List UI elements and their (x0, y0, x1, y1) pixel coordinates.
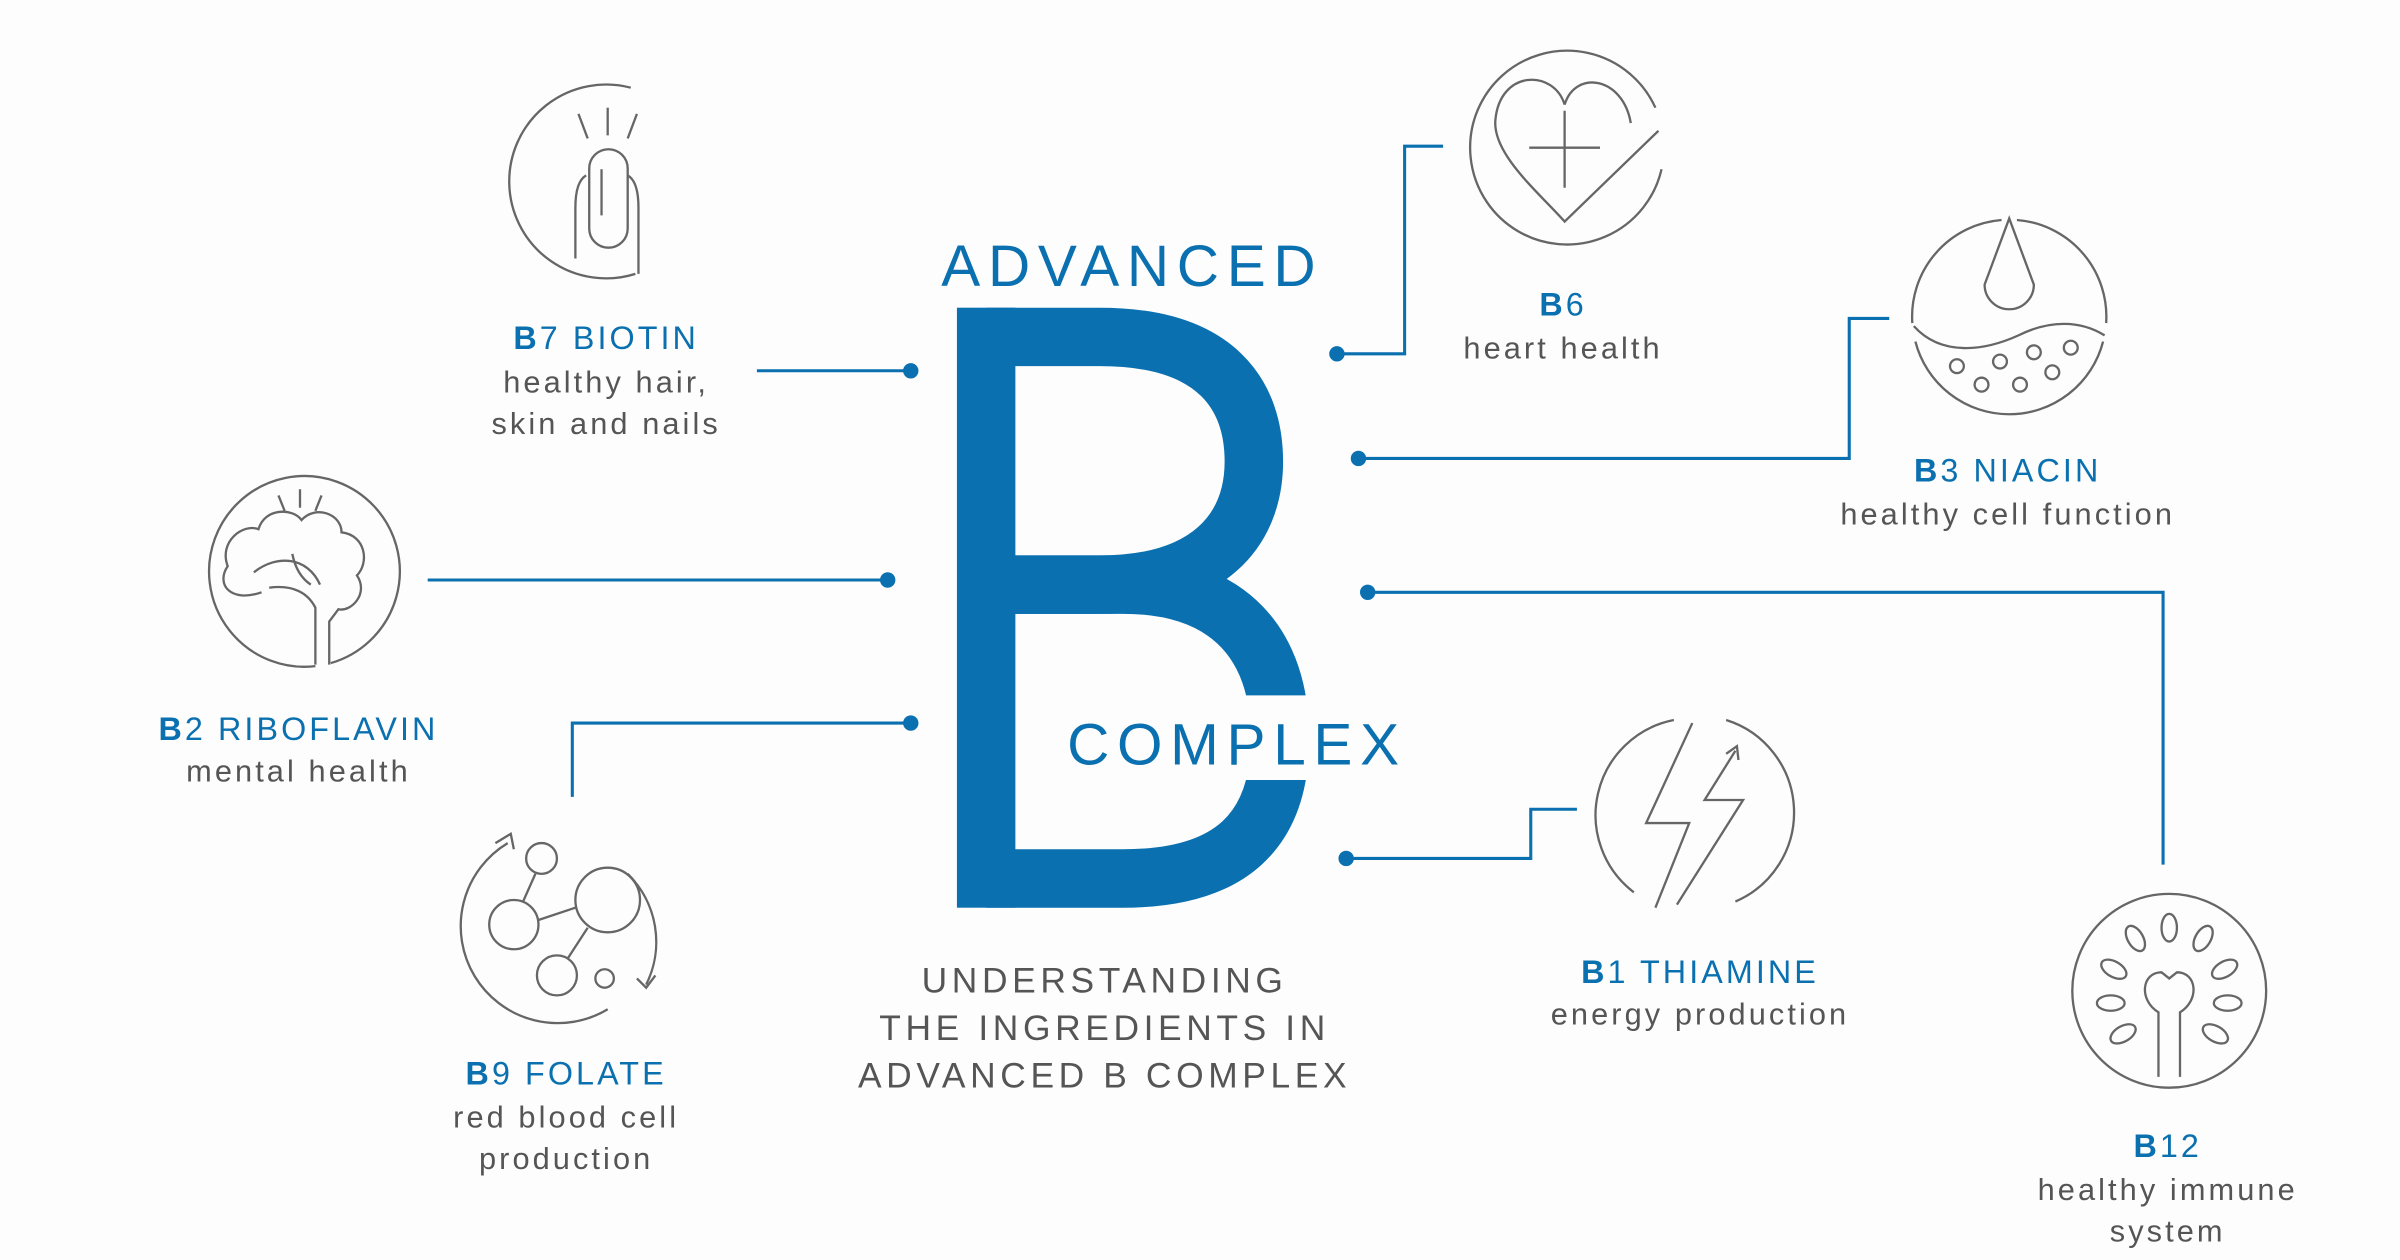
label-b9: B9 FOLATE red blood cell production (453, 1056, 679, 1177)
connector-b1 (1346, 807, 1577, 860)
svg-text:healthy cell function: healthy cell function (1840, 497, 2175, 532)
connector-b12 (1367, 590, 2165, 865)
label-b12: B12 healthy immune system (2038, 1128, 2298, 1249)
svg-text:healthy hair,: healthy hair, (503, 364, 709, 399)
svg-text:B3 NIACIN: B3 NIACIN (1914, 453, 2101, 489)
svg-text:B2 RIBOFLAVIN: B2 RIBOFLAVIN (159, 711, 439, 747)
label-b3: B3 NIACIN healthy cell function (1840, 453, 2175, 532)
subtitle: UNDERSTANDING THE INGREDIENTS IN ADVANCE… (858, 961, 1351, 1096)
svg-text:B7 BIOTIN: B7 BIOTIN (513, 320, 699, 356)
svg-text:red blood cell: red blood cell (453, 1100, 679, 1135)
subtitle-line: UNDERSTANDING (922, 961, 1288, 1000)
svg-text:heart health: heart health (1463, 330, 1662, 365)
title-complex: COMPLEX (1067, 713, 1407, 778)
label-b2: B2 RIBOFLAVIN mental health (159, 711, 439, 789)
skin-drop-icon (1910, 215, 2108, 416)
cells-cycle-icon (459, 832, 658, 1025)
fingernail-icon (508, 83, 640, 280)
subtitle-line: ADVANCED B COMPLEX (858, 1057, 1351, 1096)
label-b6: B6 heart health (1463, 286, 1662, 365)
svg-text:production: production (479, 1141, 653, 1176)
lightning-icon (1594, 718, 1796, 909)
svg-text:system: system (2110, 1214, 2226, 1249)
connector-b9 (570, 721, 911, 797)
connector-b6 (1336, 144, 1444, 356)
svg-text:B1 THIAMINE: B1 THIAMINE (1581, 954, 1819, 990)
big-b-letter (956, 307, 1408, 908)
svg-text:mental health: mental health (186, 754, 411, 789)
connector-b3 (1358, 316, 1890, 460)
subtitle-line: THE INGREDIENTS IN (879, 1009, 1330, 1048)
svg-text:B9 FOLATE: B9 FOLATE (466, 1056, 667, 1092)
svg-text:skin and nails: skin and nails (491, 406, 720, 441)
tree-icon (2071, 892, 2268, 1089)
connectors (427, 144, 2165, 867)
svg-text:B12: B12 (2133, 1128, 2201, 1164)
svg-text:energy production: energy production (1551, 997, 1849, 1032)
label-b1: B1 THIAMINE energy production (1551, 954, 1849, 1032)
brain-icon (207, 474, 401, 668)
svg-text:B6: B6 (1539, 286, 1586, 322)
heart-check-icon (1469, 49, 1663, 246)
title-advanced: ADVANCED (941, 234, 1323, 299)
label-b7: B7 BIOTIN healthy hair, skin and nails (491, 320, 720, 441)
svg-text:healthy immune: healthy immune (2038, 1172, 2298, 1207)
